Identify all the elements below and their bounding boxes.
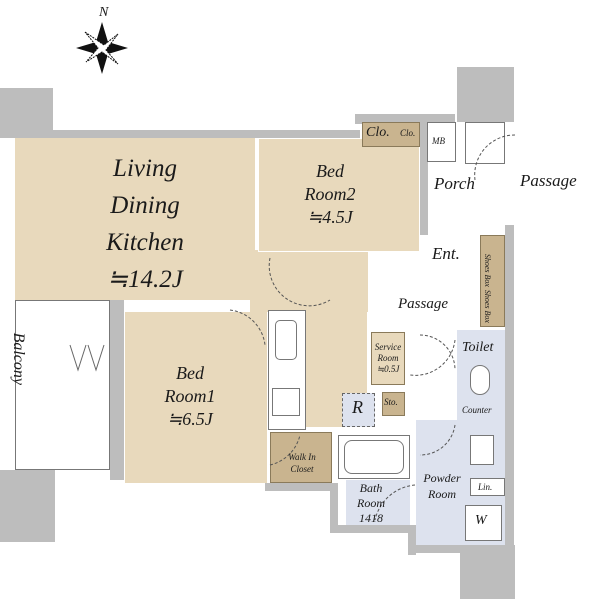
wic-line2: Closet [290,464,314,474]
ldk-label-line3: Kitchen [106,229,184,256]
porch-label: Porch [434,174,475,193]
wall-column [0,88,53,138]
wall-bottom [330,483,338,533]
bath-line2: Room [357,496,385,510]
powder-line2: Room [428,487,456,501]
ldk-label-line2: Dining [110,192,180,219]
shoes-box-label: Shoes Box [482,289,492,323]
closet-label: Clo. [366,125,390,140]
balcony-label: Balcony [10,332,28,386]
bedroom2-line2: Room2 [304,184,356,204]
bath-line1: Bath [359,481,383,495]
porch-storage [465,122,505,164]
powder-line1: Powder [423,471,461,485]
counter-label: Counter [462,405,492,415]
closet [362,122,420,147]
sink-icon [470,435,494,465]
bedroom1-label: Bed Room1 ≒6.5J [145,362,235,431]
service-room-line1: Service [374,342,402,352]
ldk-label-line1: Living [113,155,177,182]
bedroom2-area: ≒4.5J [307,207,353,227]
wall-top [53,130,360,138]
storage [382,392,405,416]
room-bedroom2 [258,138,420,252]
wall-column [457,67,514,122]
toilet-label: Toilet [462,340,494,355]
bedroom2-label: Bed Room2 ≒4.5J [285,160,375,229]
bath-size: 1418 [359,511,383,525]
wall-column [460,545,515,599]
shoes-box-label: Shoes Box [482,253,492,287]
meter-box [427,122,456,162]
service-room-line2: Room [377,353,399,363]
toilet-icon [470,365,490,395]
bedroom1-line2: Room1 [164,386,216,406]
washer-label: W [475,513,487,528]
service-room [371,332,405,385]
bedroom2-line1: Bed [316,161,344,181]
service-room-area: ≒0.5J [376,364,400,374]
refrigerator-space [342,393,375,427]
balcony-area [15,300,110,470]
kitchen-sink-icon [275,320,297,360]
wall-porch [420,120,428,235]
wall-top-closet [355,114,455,124]
linen-label: Lin. [478,482,493,492]
walk-in-closet [270,432,332,483]
bedroom1-area: ≒6.5J [167,409,213,429]
washer-space [465,505,502,541]
passage-label: Passage [398,296,448,312]
bath-room [346,480,410,525]
mb-label: MB [432,136,445,146]
room-ldk [15,138,255,300]
service-room-label: Service Room ≒0.5J [371,342,405,375]
ldk-label: Living Dining Kitchen ≒14.2J [85,150,205,298]
room-bedroom1 [125,312,267,483]
wic-line1: Walk In [288,452,316,462]
bath-room-label: Bath Room 1418 [346,481,396,526]
refrigerator-label: R [352,397,363,417]
wall-right [505,225,514,545]
outer-passage-label: Passage [520,171,577,190]
walk-in-closet-label: Walk In Closet [272,451,332,475]
storage-label: Sto. [384,397,398,407]
wall-bottom [330,525,415,533]
north-label: N [99,5,109,20]
shoes-box [480,235,505,327]
wall-bottom [265,483,335,491]
wall-bottom [408,525,416,555]
closet-small-label: Clo. [400,128,416,138]
linen-shelf [470,478,505,496]
bedroom1-line1: Bed [176,363,204,383]
powder-room-label: Powder Room [416,470,468,502]
entrance-label: Ent. [432,244,460,263]
wall-balcony [110,300,124,480]
ldk-area: ≒14.2J [107,266,183,293]
bathtub-icon [344,440,404,474]
wall-column [0,470,55,542]
stove-icon [272,388,300,416]
